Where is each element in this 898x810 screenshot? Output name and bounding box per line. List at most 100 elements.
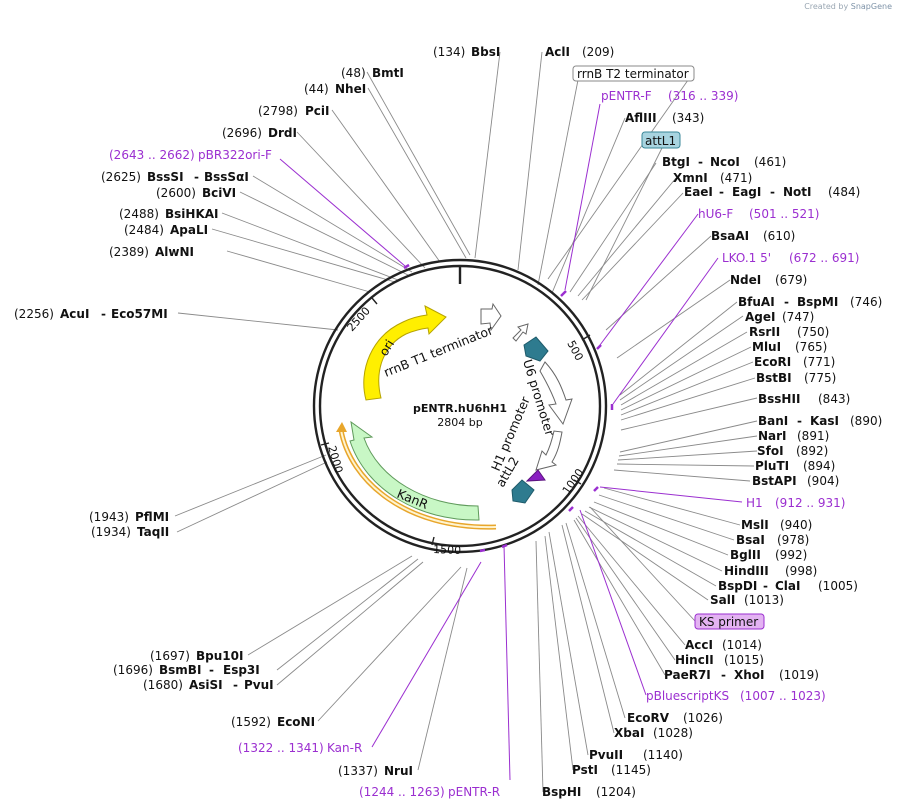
sfoi-name: SfoI xyxy=(757,444,784,458)
bspmi-name: BspMI xyxy=(797,295,838,309)
mlui-pos: (765) xyxy=(795,340,827,354)
xhoi-name: XhoI xyxy=(734,668,765,682)
ruler-tick-1000 xyxy=(573,479,582,485)
apali-name: ApaLI xyxy=(170,223,208,237)
hu6-f-range: (501 .. 521) xyxy=(749,207,819,221)
afliii-name: AflIII xyxy=(625,111,657,125)
ks-primer-box xyxy=(694,613,765,630)
alwni-pos: (2389) xyxy=(109,245,149,259)
noti-name: NotI xyxy=(783,185,812,199)
small-terminator-arrow xyxy=(512,323,529,342)
pcii-pos: (2798) xyxy=(258,104,298,118)
nhei-pos: (44) xyxy=(304,82,329,96)
pentr-r-name: pENTR-R xyxy=(448,785,500,799)
bmti-pos: (48) xyxy=(341,66,366,80)
bsshii-name: BssHII xyxy=(758,392,800,406)
bsmbi-name: BsmBI xyxy=(159,663,201,677)
eaei-dash: - xyxy=(719,185,724,199)
h1-promoter-arrow xyxy=(535,430,563,471)
features xyxy=(336,302,573,530)
drdi-name: DrdI xyxy=(268,126,297,140)
pvuii-pos: (1140) xyxy=(643,748,683,762)
bsaai-name: BsaAI xyxy=(711,229,749,243)
feature-box-attl1: attL1 xyxy=(641,131,681,149)
bsai-pos: (978) xyxy=(777,533,809,547)
nhei-name: NheI xyxy=(335,82,366,96)
bglii-pos: (992) xyxy=(775,548,807,562)
bani-pos: (890) xyxy=(850,414,882,428)
primer-labels: pENTR-F (316 .. 339) (2643 .. 2662) pBR3… xyxy=(109,89,859,799)
bcivi-pos: (2600) xyxy=(156,186,196,200)
nrui-name: NruI xyxy=(384,764,413,778)
psti-pos: (1145) xyxy=(611,763,651,777)
watermark-prefix: Created by xyxy=(804,2,849,11)
acci-name: AccI xyxy=(685,638,713,652)
acli-pos: (209) xyxy=(582,45,614,59)
apali-pos: (2484) xyxy=(124,223,164,237)
pentr-r-range: (1244 .. 1263) xyxy=(359,785,445,799)
bspdi-name: BspDI xyxy=(718,579,757,593)
rsrii-pos: (750) xyxy=(797,325,829,339)
bfuai-name: BfuAI xyxy=(738,295,775,309)
lko1-name: LKO.1 5' xyxy=(722,251,771,265)
bsssi-dash: - xyxy=(194,170,199,184)
bstapi-pos: (904) xyxy=(807,474,839,488)
bfuai-pos: (746) xyxy=(850,295,882,309)
ruler-label-2500: 2500 xyxy=(345,305,373,335)
ori-label: ori xyxy=(376,337,397,359)
right-enzyme-labels: BtgI - NcoI (461) XmnI (471) EaeI - EagI… xyxy=(542,155,882,799)
eagi-dash: - xyxy=(770,185,775,199)
backbone-outer-ring xyxy=(312,258,608,554)
ecori-pos: (771) xyxy=(803,355,835,369)
bsssi-name: BssSI xyxy=(147,170,184,184)
attl2-purple-marker xyxy=(525,469,546,482)
left-enzyme-labels: (48) BmtI (44) NheI (2798) PciI (2696) D… xyxy=(14,66,413,778)
hincii-name: HincII xyxy=(675,653,714,667)
pbluescriptks-name: pBluescriptKS xyxy=(646,689,729,703)
agei-pos: (747) xyxy=(782,310,814,324)
pcii-name: PciI xyxy=(305,104,330,118)
hu6-f-name: hU6-F xyxy=(698,207,733,221)
msli-pos: (940) xyxy=(780,518,812,532)
bbsi-pos: (134) xyxy=(433,45,465,59)
hincii-pos: (1015) xyxy=(724,653,764,667)
pbr322ori-f-range: (2643 .. 2662) xyxy=(109,148,195,162)
sali-pos: (1013) xyxy=(744,593,784,607)
rrnb-t2-terminator-arrow xyxy=(480,302,502,332)
acli-name: AclI xyxy=(545,45,570,59)
econi-pos: (1592) xyxy=(231,715,271,729)
pentr-f-range: (316 .. 339) xyxy=(668,89,738,103)
plasmid-name: pENTR.hU6hH1 xyxy=(413,402,507,415)
snapgene-logo: SnapGene xyxy=(850,2,892,11)
acci-pos: (1014) xyxy=(722,638,762,652)
rsrii-name: RsrII xyxy=(749,325,780,339)
pflmi-name: PflMI xyxy=(135,510,169,524)
bstbi-name: BstBI xyxy=(756,371,792,385)
xbai-name: XbaI xyxy=(614,726,644,740)
bsihkai-pos: (2488) xyxy=(119,207,159,221)
bmti-name: BmtI xyxy=(372,66,404,80)
bfuai-dash: - xyxy=(784,295,789,309)
kanr-arrow xyxy=(349,420,480,521)
eaei-name: EaeI xyxy=(684,185,713,199)
ecorv-name: EcoRV xyxy=(627,711,670,725)
agei-name: AgeI xyxy=(745,310,775,324)
primer-leaders xyxy=(279,103,743,781)
pluti-name: PluTI xyxy=(755,459,789,473)
hindiii-pos: (998) xyxy=(785,564,817,578)
msli-name: MslI xyxy=(741,518,769,532)
bsssi-pos: (2625) xyxy=(101,170,141,184)
btgi-dash: - xyxy=(698,155,703,169)
nari-name: NarI xyxy=(758,429,787,443)
bspdi-pos: (1005) xyxy=(818,579,858,593)
ndei-name: NdeI xyxy=(730,273,761,287)
xmni-pos: (471) xyxy=(720,171,752,185)
kanr-promoter-arc-inner xyxy=(340,429,497,529)
asisi-dash: - xyxy=(233,678,238,692)
asisi-pos: (1680) xyxy=(143,678,183,692)
psti-name: PstI xyxy=(572,763,598,777)
bani-dash: - xyxy=(797,414,802,428)
ecorv-pos: (1026) xyxy=(683,711,723,725)
kanr-promoter-arrowhead xyxy=(336,422,347,432)
